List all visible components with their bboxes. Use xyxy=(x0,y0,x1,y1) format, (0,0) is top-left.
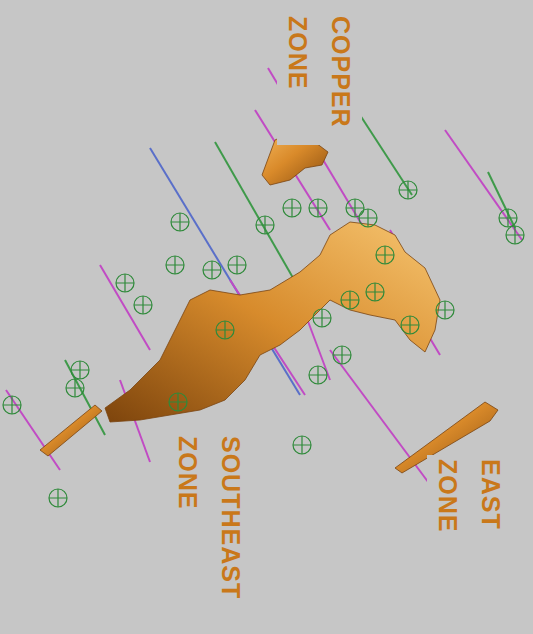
collar-cross xyxy=(166,256,184,274)
collar-symbol xyxy=(506,226,524,244)
collar-cross xyxy=(399,181,417,199)
collar-cross xyxy=(309,199,327,217)
collar-cross xyxy=(499,209,517,227)
collar-cross xyxy=(49,489,67,507)
collar-symbol xyxy=(228,256,246,274)
collar-cross xyxy=(313,309,331,327)
collar-symbol xyxy=(366,283,384,301)
zone-label: COPPER ZONE xyxy=(277,12,362,145)
collar-symbol xyxy=(313,309,331,327)
collar-cross xyxy=(71,361,89,379)
collar-symbol xyxy=(203,261,221,279)
collar-symbol xyxy=(436,301,454,319)
collar-cross xyxy=(169,393,187,411)
collar-symbol xyxy=(499,209,517,227)
collar-cross xyxy=(256,216,274,234)
collar-symbol xyxy=(309,366,327,384)
collar-symbol xyxy=(166,256,184,274)
collar-symbol xyxy=(346,199,364,217)
collar-cross xyxy=(366,283,384,301)
collar-cross xyxy=(66,379,84,397)
collar-cross xyxy=(216,321,234,339)
collar-cross xyxy=(359,209,377,227)
collar-cross xyxy=(506,226,524,244)
collar-symbol xyxy=(256,216,274,234)
zone-label: EAST ZONE xyxy=(427,455,512,563)
collar-cross xyxy=(171,213,189,231)
collar-symbol xyxy=(376,246,394,264)
collar-symbol xyxy=(3,396,21,414)
collar-symbol xyxy=(171,213,189,231)
collar-cross xyxy=(116,274,134,292)
collar-cross xyxy=(134,296,152,314)
collar-symbol xyxy=(71,361,89,379)
collar-cross xyxy=(376,246,394,264)
collar-cross xyxy=(346,199,364,217)
collar-cross xyxy=(283,199,301,217)
collar-symbol xyxy=(359,209,377,227)
collar-symbol xyxy=(66,379,84,397)
drill-holes xyxy=(6,68,522,498)
ore-shapes xyxy=(40,133,498,473)
collar-cross xyxy=(293,436,311,454)
collar-cross xyxy=(401,316,419,334)
collar-symbol xyxy=(216,321,234,339)
collar-cross xyxy=(203,261,221,279)
zone-label: SOUTHEAST ZONE xyxy=(167,432,252,610)
collar-cross xyxy=(436,301,454,319)
collar-cross xyxy=(333,346,351,364)
collar-symbol xyxy=(116,274,134,292)
collar-symbol xyxy=(169,393,187,411)
collar-symbol xyxy=(401,316,419,334)
collar-symbol xyxy=(333,346,351,364)
collar-symbol xyxy=(283,199,301,217)
collar-symbol xyxy=(293,436,311,454)
collar-symbol xyxy=(49,489,67,507)
collar-symbol xyxy=(399,181,417,199)
collar-cross xyxy=(341,291,359,309)
collar-cross xyxy=(3,396,21,414)
collar-symbol xyxy=(341,291,359,309)
collar-cross xyxy=(309,366,327,384)
collar-cross xyxy=(228,256,246,274)
collar-symbol xyxy=(309,199,327,217)
collar-symbol xyxy=(134,296,152,314)
